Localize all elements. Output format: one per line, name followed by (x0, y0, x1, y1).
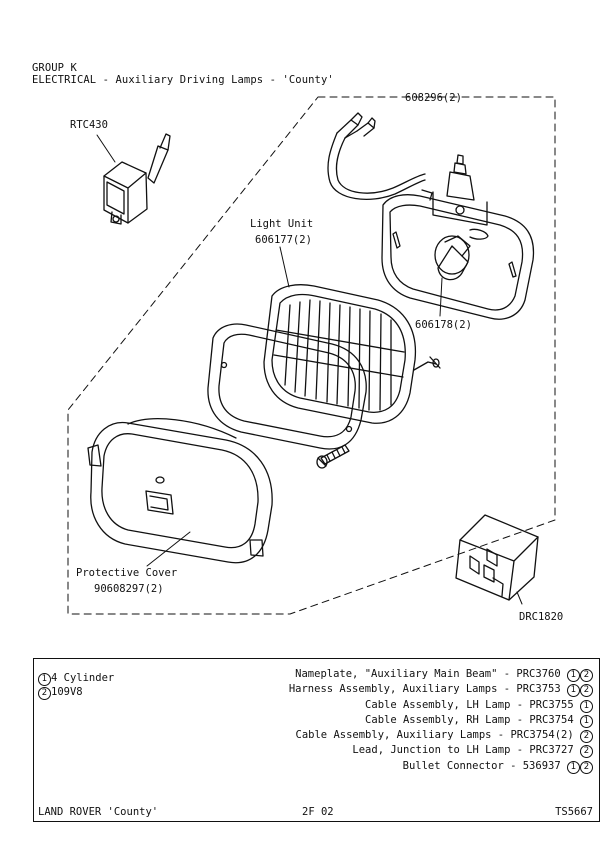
part-text: Cable Assembly, LH Lamp - PRC3755 (365, 698, 574, 711)
part-marker: 1 (567, 684, 580, 698)
part-marker: 1 (580, 714, 593, 728)
part-marker: 1 (567, 669, 580, 682)
part-text: Cable Assembly, RH Lamp - PRC3754 (365, 713, 574, 726)
part-text: Bullet Connector - 536937 (402, 759, 561, 772)
leader-switch (96, 134, 116, 163)
part-marker: 2 (580, 669, 593, 682)
part-text: Cable Assembly, Auxiliary Lamps - PRC375… (295, 729, 574, 742)
cable-harness (327, 112, 426, 200)
footer-drawing-number: TS5667 (555, 806, 593, 818)
list-item: Cable Assembly, RH Lamp - PRC3754 1 (289, 713, 593, 728)
lamp-housing (381, 154, 535, 320)
callout-switch: RTC430 (70, 119, 108, 131)
leader-light-unit (279, 246, 290, 288)
callout-kit: 608296(2) (405, 92, 462, 104)
footer-page-ref: 2F 02 (302, 806, 334, 818)
legend-marker: 2 (38, 687, 51, 700)
list-item: Cable Assembly, Auxiliary Lamps - PRC375… (289, 728, 593, 744)
relay-drc1820 (455, 514, 539, 601)
part-marker: 1 (567, 760, 580, 774)
protective-cover (87, 418, 273, 564)
page-title: ELECTRICAL - Auxiliary Driving Lamps - '… (32, 74, 334, 86)
part-marker: 1 (580, 699, 593, 713)
lamp-rim (207, 323, 367, 450)
list-item: Lead, Junction to LH Lamp - PRC3727 2 (289, 743, 593, 759)
part-text: Nameplate, "Auxiliary Main Beam" - PRC37… (295, 668, 561, 680)
part-marker: 2 (580, 684, 593, 698)
callout-light-unit-part: 606177(2) (255, 234, 312, 246)
callout-bulb: 606178(2) (415, 319, 472, 331)
callout-cover-part: 90608297(2) (94, 583, 164, 595)
list-item: Harness Assembly, Auxiliary Lamps - PRC3… (288, 682, 593, 698)
part-text: Harness Assembly, Auxiliary Lamps - PRC3… (288, 683, 561, 696)
part-text: Lead, Junction to LH Lamp - PRC3727 (352, 744, 574, 757)
switch-rtc430 (103, 133, 171, 225)
kit-boundary-dashed (67, 96, 556, 615)
legend-text: 4 Cylinder (51, 672, 115, 684)
group-label: GROUP K (32, 62, 77, 74)
legend-text: 109V8 (51, 686, 83, 698)
parts-list: Nameplate, "Auxiliary Main Beam" - PRC37… (289, 667, 593, 774)
footer-model: LAND ROVER 'County' (38, 806, 159, 818)
legend-marker: 1 (38, 673, 51, 686)
part-marker: 2 (580, 730, 593, 744)
screw (316, 444, 350, 469)
callout-light-unit-name: Light Unit (250, 218, 313, 230)
exploded-parts-diagram: 608296(2) RTC430 Light Unit 606177(2) 60… (67, 92, 563, 623)
list-item: Cable Assembly, LH Lamp - PRC3755 1 (289, 698, 593, 713)
leader-relay (516, 591, 523, 605)
part-marker: 2 (580, 745, 593, 759)
part-marker: 2 (580, 760, 593, 774)
leader-cover (146, 531, 191, 567)
callout-cover-name: Protective Cover (76, 567, 177, 579)
list-item: Nameplate, "Auxiliary Main Beam" - PRC37… (289, 667, 593, 682)
callout-relay: DRC1820 (519, 611, 563, 623)
